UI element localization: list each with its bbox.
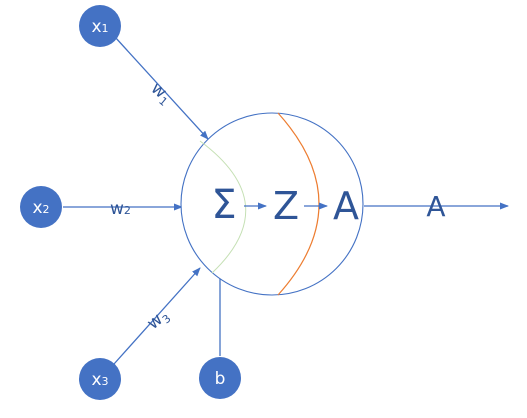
input-node-x3-circle [79,358,121,400]
bias-node-label: b [215,369,226,389]
input-node-x2: x2 [20,186,62,228]
output-label: A [426,190,445,223]
input-node-x2-circle [20,186,62,228]
activation-label: A [333,184,359,228]
input-node-x3-label: x3 [91,370,108,390]
z-label: Z [273,184,299,228]
x3-to-neuron-arrow [113,267,201,365]
neuron-body [180,112,364,296]
input-node-x1-label: x1 [91,17,108,37]
input-node-x1: x1 [79,5,121,47]
weight-subscript: 2 [124,204,131,217]
input-base: x [91,370,101,390]
input-subscript: 2 [43,203,50,216]
weight-label-w1: w1 [146,79,176,109]
weight-label-w2: w2 [110,199,131,219]
neuron-activation-divider [277,112,320,296]
input-subscript: 1 [102,22,109,35]
weight-label-w3: w3 [143,305,173,335]
sum-symbol: Σ [211,182,236,228]
weight-base: w [110,199,124,219]
neuron: Σ Z A [180,112,364,296]
bias-node: b [199,357,241,399]
input-node-x1-circle [79,5,121,47]
input-base: x [91,17,101,37]
input-node-x3: x3 [79,358,121,400]
x1-to-neuron-arrow [114,36,209,140]
bias-node-circle [199,357,241,399]
input-subscript: 3 [102,375,109,388]
input-base: x [32,198,42,218]
input-node-x2-label: x2 [32,198,49,218]
